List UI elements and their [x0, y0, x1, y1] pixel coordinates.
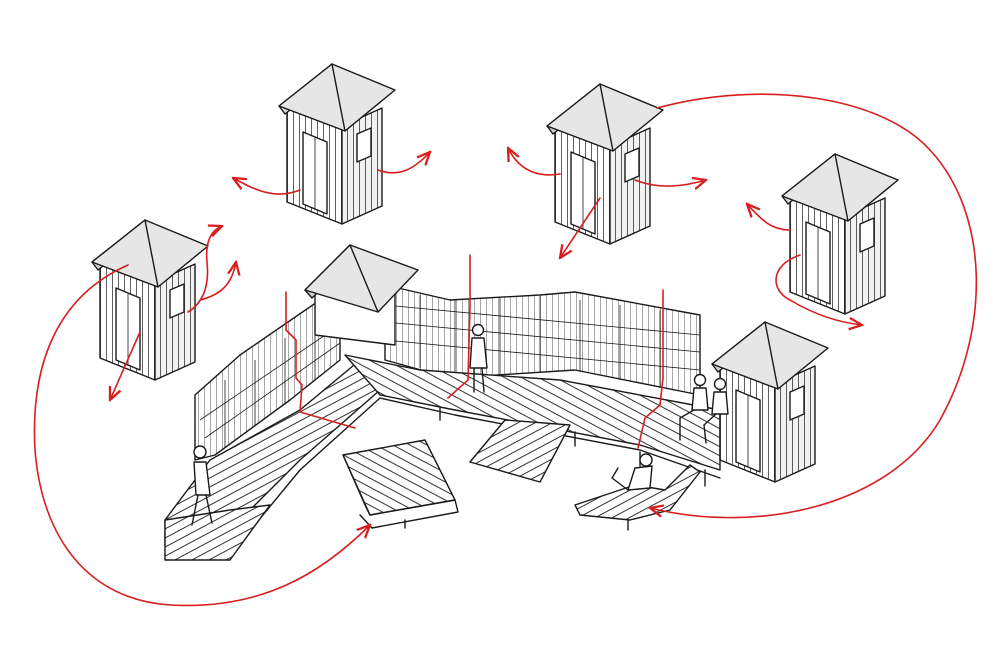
people-seated	[679, 373, 729, 444]
person-walking	[191, 445, 213, 526]
u-shaped-shelving-structure	[194, 244, 701, 461]
person-standing	[469, 323, 488, 393]
person-reclining	[611, 453, 653, 491]
cabin-left	[91, 219, 209, 381]
cabin-right	[781, 153, 899, 315]
people	[191, 323, 729, 526]
lounge-bench	[342, 439, 459, 529]
cabin-on-deck	[711, 321, 829, 483]
cabin-top-center	[546, 83, 664, 245]
cabin-top-left	[278, 63, 396, 225]
wooden-deck	[164, 354, 786, 561]
movement-arrows	[33, 93, 978, 607]
